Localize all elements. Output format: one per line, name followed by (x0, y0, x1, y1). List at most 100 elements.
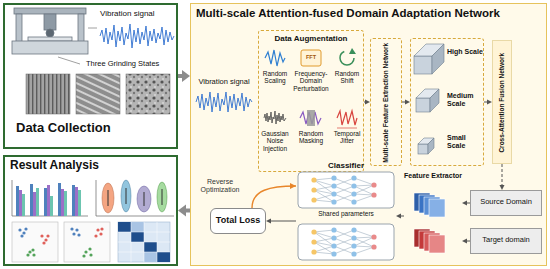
scatter-plot (99, 232, 102, 235)
bar-chart (16, 186, 19, 216)
confusion-matrix (131, 222, 144, 232)
grinding-machine (14, 8, 86, 14)
grinding-machine (28, 37, 72, 41)
scatter-plot (31, 248, 34, 251)
bar-chart (47, 185, 50, 216)
bar-chart (58, 183, 61, 216)
scatter-plot (64, 222, 110, 262)
label: Vibration signal (100, 9, 178, 18)
label: Temporal Jitter (331, 130, 363, 145)
node-text: Cross-Attention Fusion Network (498, 44, 505, 160)
domain-box: Target domain (470, 228, 542, 254)
scatter-plot (100, 227, 103, 230)
arrowhead (500, 185, 505, 190)
node-text: High Scale (447, 48, 483, 56)
bar-chart (44, 188, 47, 216)
connector (178, 205, 190, 217)
label: Frequency-Domain Perturbation (291, 70, 331, 92)
scatter-plot (40, 234, 43, 237)
node-text: Data Augmentation (259, 34, 363, 43)
label: Random Scaling (259, 70, 291, 85)
grinding-machine (46, 29, 54, 37)
bar-chart (19, 190, 22, 216)
connector (178, 70, 190, 82)
bar-chart (78, 190, 81, 216)
augmentation-icon (337, 128, 357, 129)
bar-chart (72, 185, 75, 216)
arrowhead (462, 239, 467, 244)
scatter-plot (72, 232, 75, 235)
connector (252, 183, 296, 208)
confusion-matrix (118, 222, 131, 232)
connector (364, 100, 370, 105)
node-text: Feature Extractor (404, 172, 462, 180)
scatter-plot (88, 247, 91, 250)
scale-block (414, 56, 432, 74)
arrowhead (405, 100, 410, 105)
scatter-plot (28, 250, 31, 253)
network-icon (298, 224, 394, 260)
confusion-matrix (157, 252, 170, 262)
grinding-machine (16, 14, 22, 42)
bar-chart (64, 191, 67, 216)
grinding-state-image (76, 74, 120, 114)
feature-map (429, 235, 445, 253)
scatter-plot (94, 234, 97, 237)
scale-block (416, 98, 430, 112)
connector (500, 164, 505, 190)
scatter-plot (24, 227, 27, 230)
arrowhead (178, 205, 186, 217)
scatter-plot (75, 228, 78, 231)
bar-chart (33, 192, 36, 216)
arrowhead (182, 70, 190, 82)
edge-label: Reverse Optimization (194, 178, 246, 194)
scatter-plot (96, 228, 99, 231)
augmentation-icon (307, 110, 315, 126)
connector-line (502, 164, 503, 187)
node-text: Classifier (296, 161, 396, 170)
node-text: Small Scale (447, 134, 483, 150)
node-text: Multi-scale Attention-fused Domain Adapt… (196, 7, 542, 20)
scatter-plot (46, 234, 49, 237)
bar-chart (75, 187, 78, 216)
confusion-matrix (144, 242, 157, 252)
module-box: Multi-scale Feature Extraction Network (370, 38, 402, 166)
confusion-matrix (144, 252, 157, 262)
label: Random Shift (331, 70, 363, 85)
confusion-matrix (118, 222, 170, 262)
node-text: Multi-scale Feature Extraction Network (382, 42, 389, 162)
grinding-machine (44, 14, 56, 30)
arrowhead (462, 201, 467, 206)
connector (462, 239, 470, 244)
scatter-plot (44, 238, 47, 241)
arrowhead (266, 219, 271, 224)
scale-block (418, 144, 428, 154)
confusion-matrix (118, 222, 170, 262)
scatter-plot (89, 253, 92, 256)
label: FFT (301, 54, 321, 60)
scatter-plot (12, 222, 58, 262)
network-icon (298, 172, 394, 208)
leader-line (88, 28, 97, 29)
bar-chart (50, 196, 53, 216)
grinding-state-image (26, 74, 70, 114)
augmentation-icon (301, 50, 321, 66)
label: Gaussian Noise Injection (259, 130, 291, 152)
scatter-plot (22, 231, 25, 234)
connector (266, 219, 296, 224)
scatter-plot (32, 253, 35, 256)
grinding-machine (12, 41, 88, 54)
bar-chart (61, 189, 64, 216)
scatter-plot (20, 234, 23, 237)
bar-chart (30, 184, 33, 216)
node-text: Result Analysis (10, 159, 170, 173)
grinding-machine (78, 14, 84, 42)
node-text: Data Collection (16, 121, 166, 136)
connector (402, 100, 410, 105)
confusion-matrix (131, 232, 144, 242)
bar-chart (36, 188, 39, 216)
bar-chart (22, 194, 25, 216)
node-text: Target domain (471, 236, 541, 245)
node-text: Total Loss (211, 215, 265, 225)
label: Random Masking (291, 130, 331, 145)
